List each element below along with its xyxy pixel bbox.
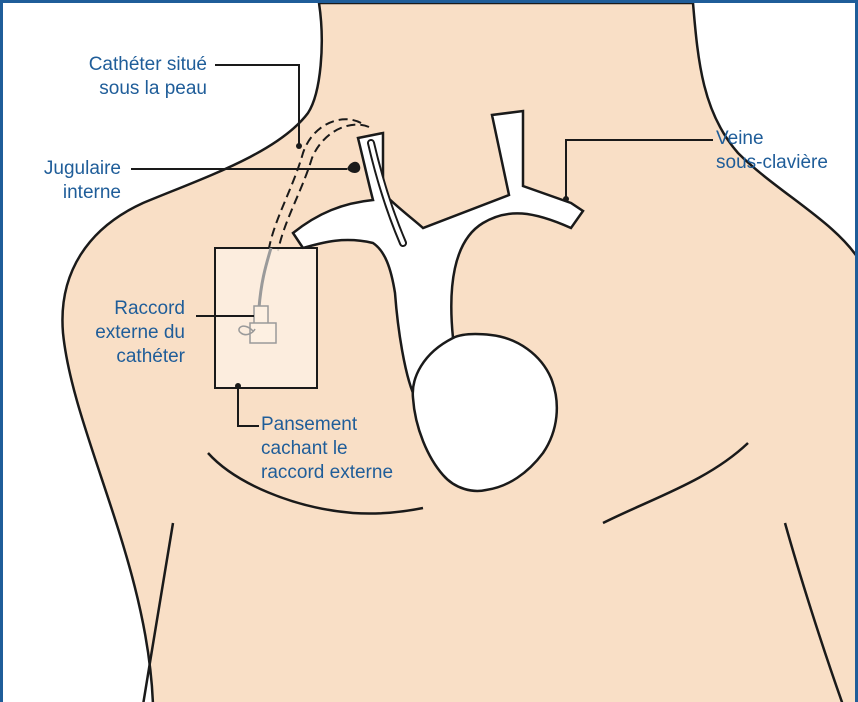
label-catheter-under-skin: Cathéter situé sous la peau xyxy=(89,53,207,101)
label-dressing-line1: Pansement xyxy=(261,413,393,437)
label-dressing-line2: cachant le xyxy=(261,437,393,461)
connector-hub xyxy=(250,323,276,343)
label-subclavian-vein: Veine sous-clavière xyxy=(716,127,828,175)
label-dressing: Pansement cachant le raccord externe xyxy=(261,413,393,485)
label-internal-jugular: Jugulaire interne xyxy=(44,157,121,205)
label-internal-jugular-line2: interne xyxy=(44,181,121,205)
label-external-connector-line3: cathéter xyxy=(95,345,185,369)
label-external-connector-line1: Raccord xyxy=(95,297,185,321)
label-subclavian-vein-line1: Veine xyxy=(716,127,828,151)
label-catheter-under-skin-line2: sous la peau xyxy=(89,77,207,101)
label-external-connector: Raccord externe du cathéter xyxy=(95,297,185,369)
label-dressing-line3: raccord externe xyxy=(261,461,393,485)
label-internal-jugular-line1: Jugulaire xyxy=(44,157,121,181)
label-subclavian-vein-line2: sous-clavière xyxy=(716,151,828,175)
label-external-connector-line2: externe du xyxy=(95,321,185,345)
label-catheter-under-skin-line1: Cathéter situé xyxy=(89,53,207,77)
